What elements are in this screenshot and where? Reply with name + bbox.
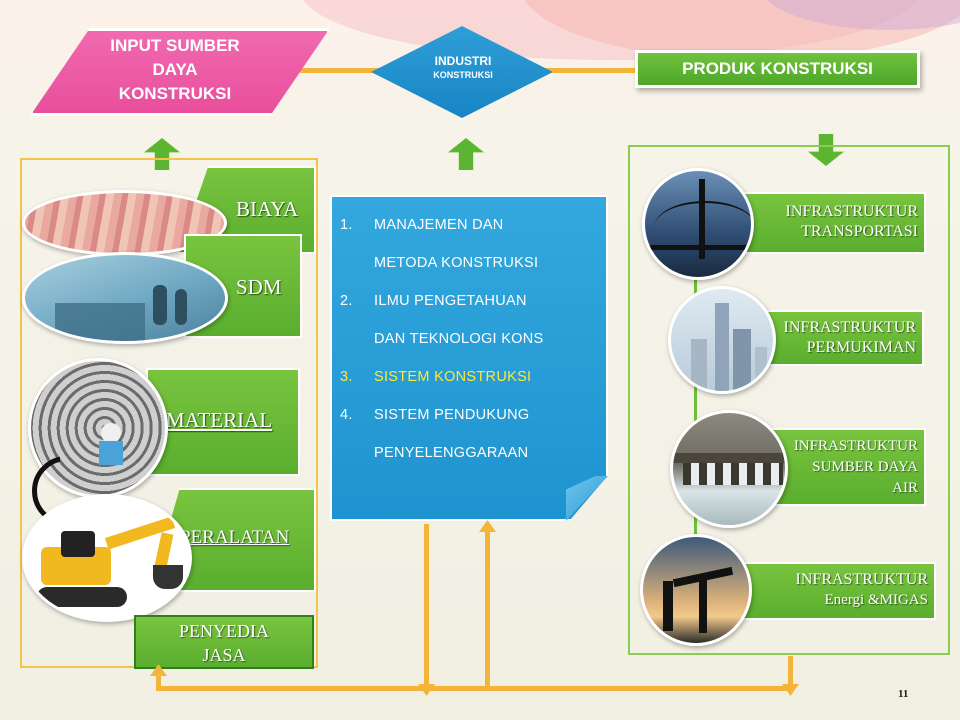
industri-konstruksi-label: INDUSTRI KONSTRUKSI [433,54,493,80]
input-sumber-daya-label: INPUT SUMBER DAYA KONSTRUKSI [110,36,240,103]
arrow-up-icon [448,138,484,170]
dam-photo [670,410,788,528]
list-item-number: 2. [340,293,353,309]
product-energi-migas-box: INFRASTRUKTUR Energi &MIGAS [742,562,936,620]
list-item: 2. ILMU PENGETAHUAN [340,282,602,320]
excavator-photo [22,494,192,622]
list-item: PENYELENGGARAAN [340,434,602,472]
list-item: 1. MANAJEMEN DAN [340,206,602,244]
list-item-text: ILMU PENGETAHUAN [374,293,527,309]
connector-to-penyedia [156,672,161,691]
product-sumber-daya-air-box: INFRASTRUKTUR SUMBER DAYA AIR [766,428,926,506]
list-item-text: SISTEM PENDUKUNG [374,407,530,423]
product-transportasi-box: INFRASTRUKTUR TRANSPORTASI [742,192,926,254]
list-item: DAN TEKNOLOGI KONS [340,320,602,358]
bridge-photo [642,168,754,280]
list-item-text: PENYELENGGARAAN [374,445,529,461]
list-item-number: 1. [340,217,353,233]
oil-pump-photo [640,534,752,646]
produk-konstruksi-panel [628,145,950,655]
resource-sdm-label: SDM [236,275,282,299]
list-item-text: METODA KONSTRUKSI [374,255,539,271]
list-item-text: MANAJEMEN DAN [374,217,504,233]
product-permukiman-box: INFRASTRUKTUR PERMUKIMAN [752,310,924,366]
resource-biaya-label: BIAYA [236,197,299,221]
connector-note-right [485,530,490,690]
list-item-text: DAN TEKNOLOGI KONS [374,331,544,347]
connector-products [788,656,793,690]
bottom-connector-line [158,686,793,691]
list-item-number: 4. [340,407,353,423]
arrow-head-up-icon [479,520,496,532]
page-number: 11 [898,688,909,700]
resource-peralatan-label: PERALATAN [180,527,290,548]
penyedia-jasa-box: PENYEDIA JASA [134,615,314,669]
list-item: 4. SISTEM PENDUKUNG [340,396,602,434]
connector-line-left [300,68,380,73]
industri-konstruksi-list: 1. MANAJEMEN DAN METODA KONSTRUKSI 2. ILMU P… [340,206,602,472]
workers-photo [22,252,228,344]
connector-line-right [545,68,640,73]
list-item-number: 3. [340,369,353,385]
resource-material-label: MATERIAL [166,408,273,432]
list-item: 3. SISTEM KONSTRUKSI [340,358,602,396]
connector-note-left [424,524,429,690]
list-item-text: SISTEM KONSTRUKSI [374,369,532,385]
city-photo [668,286,776,394]
products-connector-line [694,260,697,560]
list-item: METODA KONSTRUKSI [340,244,602,282]
produk-konstruksi-box: PRODUK KONSTRUKSI [635,50,920,88]
industri-konstruksi-list-note [330,195,608,521]
